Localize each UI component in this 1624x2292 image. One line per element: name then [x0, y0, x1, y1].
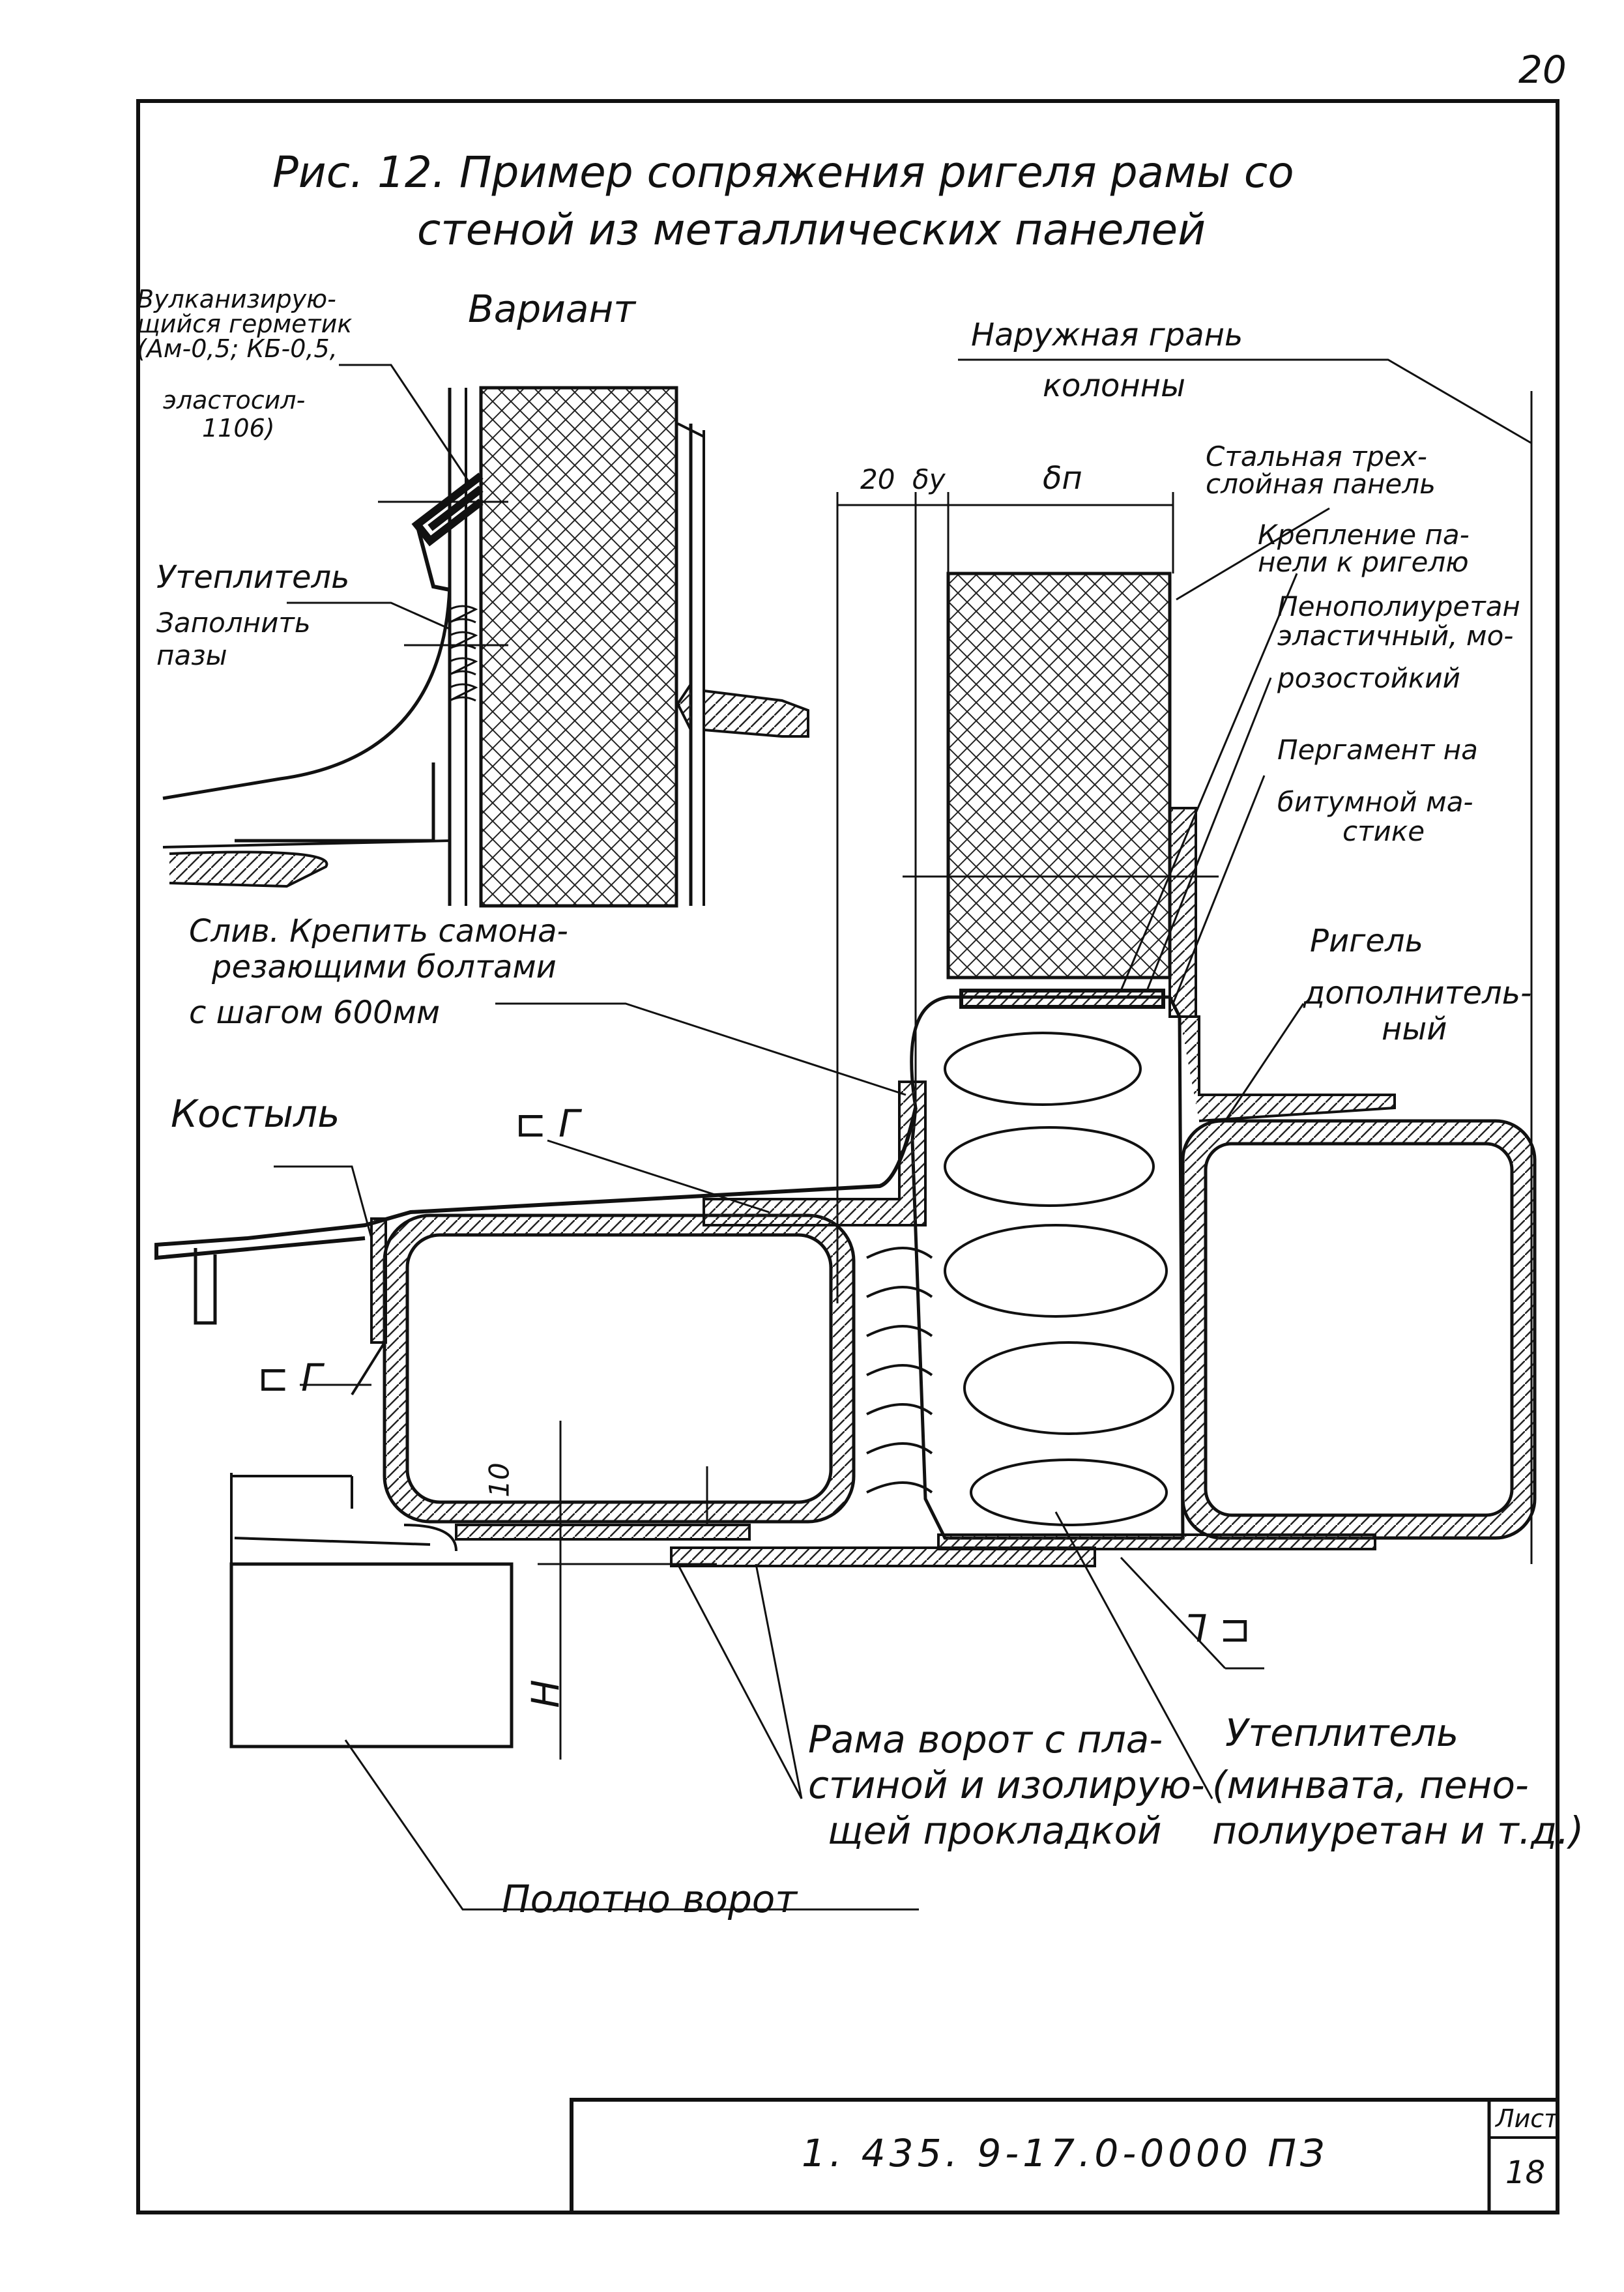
insulation-main-label-2: (минвата, пено-	[1212, 1763, 1529, 1807]
figure-title-line1: Рис. 12. Пример сопряжения ригеля рамы с…	[272, 147, 1294, 197]
girt-extra-label-1: дополнитель-	[1303, 975, 1532, 1011]
gate-frame-label-1: Рама ворот с пла-	[808, 1717, 1163, 1762]
insulation-main-label-3: полиуретан и т.д.)	[1212, 1808, 1584, 1853]
sheet-label: Лист	[1496, 2104, 1559, 2133]
drip-flashing	[154, 1107, 918, 1260]
sealant-label-2: щийся герметик	[137, 310, 353, 338]
dim-20: 20	[860, 463, 895, 495]
variant-panel-core	[479, 386, 678, 908]
drip-label-1: Слив. Крепить самона-	[189, 913, 568, 950]
section-mark-2: ⊏ Γ	[257, 1356, 323, 1400]
parchment-label-1: Пергамент на	[1277, 734, 1478, 766]
dim-h: H	[523, 1679, 568, 1708]
insulation-main-label-1: Утеплитель	[1225, 1711, 1459, 1755]
sandwich-panel	[946, 572, 1172, 979]
gate-leaf-label: Полотно ворот	[502, 1877, 798, 1921]
outer-face-label-2: колонны	[1043, 368, 1186, 404]
fill-grooves-label-2: пазы	[156, 639, 227, 671]
outer-face-label: Наружная грань	[971, 317, 1243, 353]
page-number: 20	[1518, 48, 1567, 92]
dim-by: δу	[912, 463, 946, 495]
dim-10: 10	[483, 1462, 515, 1498]
main-section	[154, 391, 1537, 1760]
panel-label-1: Стальная трех-	[1206, 441, 1427, 472]
fixing-label-2: нели к ригелю	[1258, 546, 1469, 578]
panel-label-2: слойная панель	[1206, 468, 1436, 500]
gate-leaf	[229, 1562, 514, 1748]
girt-extra-label-2: ный	[1382, 1011, 1447, 1047]
girt-label: Ригель	[1310, 923, 1423, 959]
fixing-label-1: Крепление па-	[1258, 519, 1470, 551]
sealant-shape	[411, 472, 484, 547]
sealant-label-3: (Ам-0,5; КБ-0,5,	[137, 334, 338, 363]
fill-grooves-label-1: Заполнить	[156, 607, 311, 639]
drip-label-3: с шагом 600мм	[189, 994, 441, 1031]
title-block	[570, 2098, 1559, 2214]
variant-label: Вариант	[468, 287, 636, 331]
foam-label-3: розостойкий	[1277, 662, 1460, 694]
section-mark-3: ⅂ ⊐	[1186, 1606, 1251, 1651]
dim-bp: δп	[1043, 460, 1082, 497]
insulation-ovals	[866, 1032, 1174, 1526]
gate-frame-plate	[455, 1524, 751, 1541]
drip-label-2: резающими болтами	[212, 949, 557, 985]
figure-title-line2: стеной из металлических панелей	[417, 205, 1206, 255]
foam-label-2: эластичный, мо-	[1277, 620, 1514, 652]
leader-lines	[274, 358, 1532, 1911]
gate-frame-label-3: щей прокладкой	[828, 1808, 1162, 1853]
insulation-body	[910, 995, 1185, 1540]
sealant-label-1: Вулканизирую-	[137, 285, 336, 313]
crutch	[370, 1217, 387, 1344]
variant-detail	[162, 386, 809, 908]
parchment-label-2: битумной ма-	[1277, 786, 1473, 818]
gate-frame-label-2: стиной и изолирую-	[808, 1763, 1205, 1807]
variant-insulation	[449, 605, 478, 702]
section-mark-1: ⊏ Γ	[515, 1101, 580, 1146]
variant-insulation-label: Утеплитель	[156, 559, 350, 596]
sealant-label-4: эластосил-	[163, 386, 306, 414]
doc-code: 1. 435. 9-17.0-0000 ПЗ	[802, 2131, 1329, 2175]
parchment-label-3: стике	[1342, 815, 1425, 847]
crutch-label: Костыль	[171, 1092, 340, 1136]
foam-label-1: Пенополиуретан	[1277, 590, 1520, 622]
sheet-number: 18	[1505, 2154, 1546, 2191]
sealant-label-5: 1106)	[202, 414, 275, 442]
